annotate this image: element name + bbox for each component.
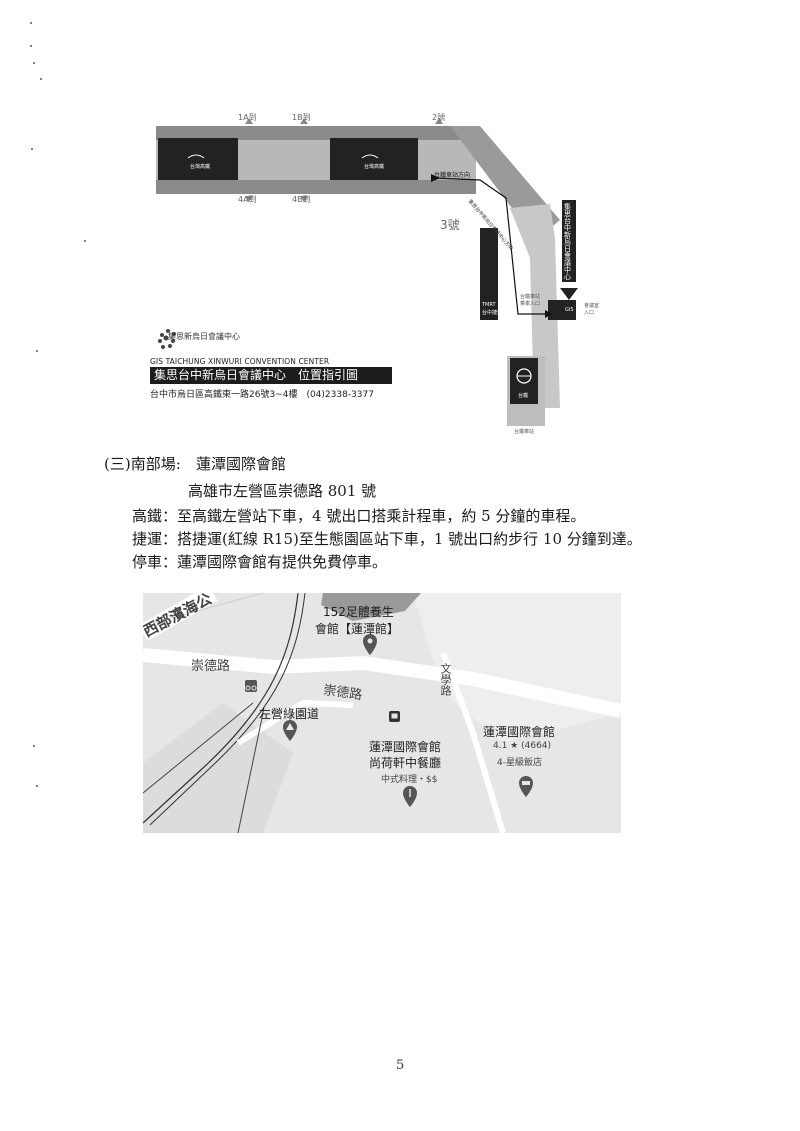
restaurant-pin-icon [403, 786, 417, 807]
bike-icon [245, 680, 257, 692]
gate-3-label: 3號 [440, 218, 460, 232]
gis-logo-block [548, 300, 576, 320]
gate-1a-label: 1A到 [238, 113, 257, 122]
hsr-block-2 [330, 138, 418, 180]
hsr-directions: 高鐵：至高鐵左營站下車，4 號出口搭乘計程車，約 5 分鐘的車程。 [132, 507, 586, 525]
station-inner-label: 台鐵車站 乘車入口 [520, 294, 541, 307]
venue-floor-map: 1A到 1B到 2號 4A到 4B到 3號 台鐵車站方向 集思台中新烏日會議中心… [150, 108, 620, 443]
street-map: 西部濱海公 崇德路 崇德路 文學路 左營綠園道 152足體養生 會館【蓮潭館】 … [143, 593, 621, 833]
gate-1b-label: 1B到 [292, 113, 311, 122]
hsr-block-1 [158, 138, 238, 180]
map-address: 台中市烏日區高鐵東一路26號3~4樓 (04)2338-3377 [150, 390, 374, 400]
hsr-label-1: 台灣高鐵 [190, 164, 211, 170]
center-vertical-label: 集思台中新烏日會議中心 [564, 203, 571, 281]
restaurant-label-1: 蓮潭國際會館 [369, 740, 442, 754]
tmrt-sub-label: 台中捷運 [482, 310, 503, 316]
greenway-label: 左營綠園道 [259, 707, 320, 721]
spa-label-1: 152足體養生 [323, 605, 394, 619]
hotel-class: 4-星級飯店 [497, 758, 542, 768]
spa-pin-icon [363, 634, 377, 655]
venue-address: 高雄市左營區崇德路 801 號 [188, 482, 377, 500]
greenway-pin-icon [283, 720, 297, 741]
restaurant-label-2: 尚荷軒中餐廳 [369, 756, 442, 770]
gis-side-label: 會議室入口 [584, 303, 600, 316]
station-bottom-label: 台鐵車站 [514, 429, 535, 435]
tmrt-block [480, 228, 498, 320]
venue-name: 蓮潭國際會館 [196, 455, 287, 473]
section-heading: (三)南部場: [104, 455, 181, 473]
tra-block [510, 358, 538, 404]
direction-label: 台鐵車站方向 [434, 172, 471, 179]
page-number: 5 [396, 1058, 405, 1073]
restaurant-label-3: 中式料理・$$ [381, 775, 438, 785]
gate-4b-label: 4B到 [292, 195, 311, 204]
hotel-rating: 4.1 ★ (4664) [493, 741, 552, 751]
mrt-directions: 捷運：搭捷運(紅線 R15)至生態園區站下車，1 號出口約步行 10 分鐘到達。 [132, 530, 642, 548]
hotel-pin-icon [519, 776, 533, 797]
floor-map-graphic [156, 118, 578, 426]
legend-en: GIS TAICHUNG XINWURI CONVENTION CENTER [150, 357, 330, 366]
tra-label: 台鐵 [518, 393, 529, 399]
spa-label-2: 會館【蓮潭館】 [315, 622, 400, 636]
hotel-label-1: 蓮潭國際會館 [483, 725, 556, 739]
gis-banner [562, 200, 576, 282]
legend-cn: 集思新烏日會議中心 [168, 332, 240, 341]
road-chongde-1: 崇德路 [191, 659, 231, 674]
road-wen: 文學路 [439, 663, 452, 696]
gis-text: GIS [565, 307, 574, 313]
gate-2-label: 2號 [432, 113, 446, 122]
hsr-label-2: 台灣高鐵 [364, 164, 385, 170]
gate-4a-label: 4A到 [238, 195, 257, 204]
gis-legend-icon [158, 329, 176, 349]
tmrt-label: TMRT [482, 302, 496, 308]
map-title: 集思台中新烏日會議中心 位置指引圖 [150, 367, 392, 384]
parking-info: 停車：蓮潭國際會館有提供免費停車。 [132, 553, 388, 571]
street-map-graphic [143, 593, 621, 833]
